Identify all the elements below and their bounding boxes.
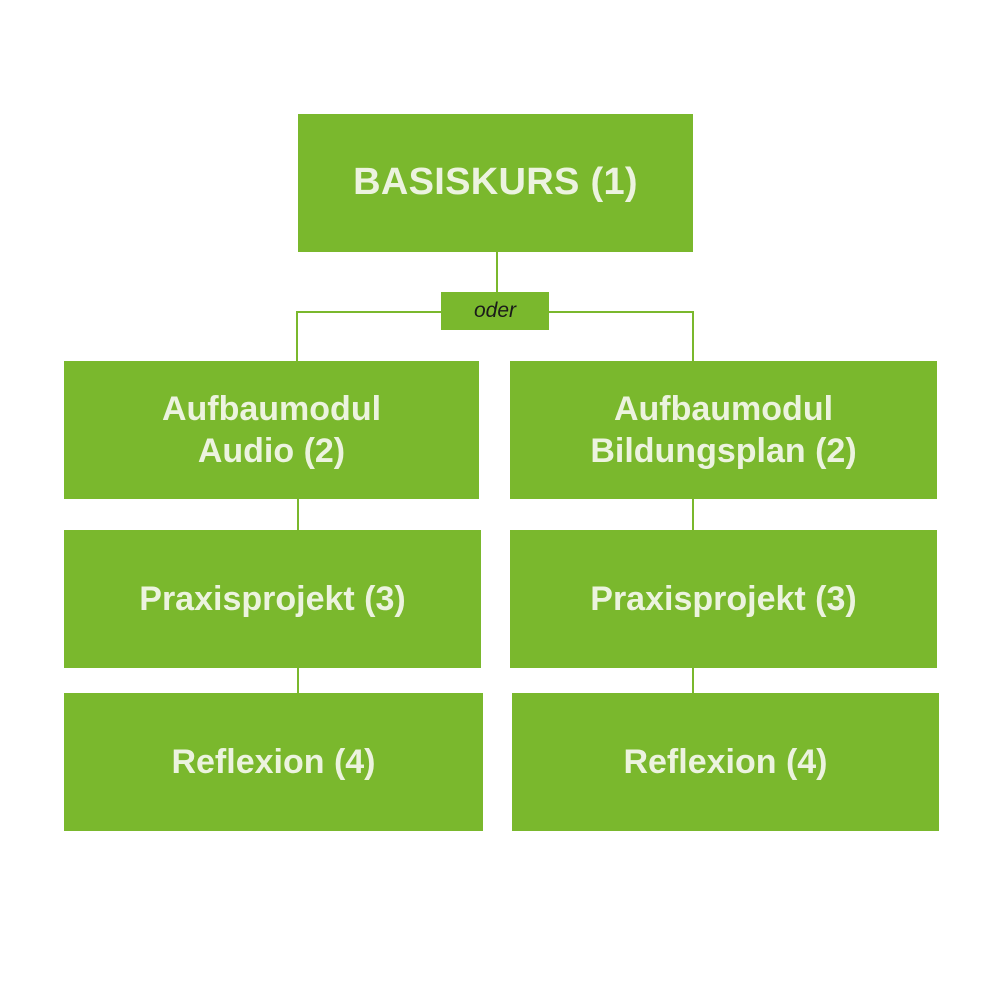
- oder-connector-label: oder: [441, 292, 549, 330]
- praxisprojekt-left-box: Praxisprojekt (3): [64, 530, 481, 668]
- aufbaumodul-audio-line2: Audio (2): [197, 432, 346, 470]
- basiskurs-label: BASISKURS (1): [353, 161, 638, 204]
- aufbaumodul-bildungsplan-box: Aufbaumodul Bildungsplan (2): [510, 361, 937, 499]
- connector-line-horizontal-right: [548, 311, 694, 313]
- connector-line-root-down: [496, 252, 498, 292]
- connector-line-horizontal-left: [296, 311, 442, 313]
- reflexion-right-label: Reflexion (4): [623, 742, 828, 781]
- praxisprojekt-right-box: Praxisprojekt (3): [510, 530, 937, 668]
- aufbaumodul-audio-label: Aufbaumodul Audio (2): [162, 388, 381, 473]
- connector-line-left-project-reflection: [297, 668, 299, 693]
- aufbaumodul-audio-box: Aufbaumodul Audio (2): [64, 361, 479, 499]
- connector-line-left-module-project: [297, 499, 299, 530]
- basiskurs-box: BASISKURS (1): [298, 114, 693, 252]
- reflexion-left-box: Reflexion (4): [64, 693, 483, 831]
- reflexion-left-label: Reflexion (4): [171, 742, 376, 781]
- oder-text: oder: [473, 299, 517, 322]
- aufbaumodul-audio-line1: Aufbaumodul: [161, 389, 382, 428]
- connector-line-left-down: [296, 311, 298, 361]
- aufbaumodul-bildungsplan-line2: Bildungsplan (2): [590, 432, 857, 470]
- connector-line-right-project-reflection: [692, 668, 694, 693]
- praxisprojekt-left-label: Praxisprojekt (3): [139, 579, 406, 618]
- aufbaumodul-bildungsplan-label: Aufbaumodul Bildungsplan (2): [590, 388, 856, 473]
- connector-line-right-module-project: [692, 499, 694, 530]
- reflexion-right-box: Reflexion (4): [512, 693, 939, 831]
- aufbaumodul-bildungsplan-line1: Aufbaumodul: [613, 389, 834, 428]
- connector-line-right-down: [692, 311, 694, 361]
- praxisprojekt-right-label: Praxisprojekt (3): [590, 579, 857, 618]
